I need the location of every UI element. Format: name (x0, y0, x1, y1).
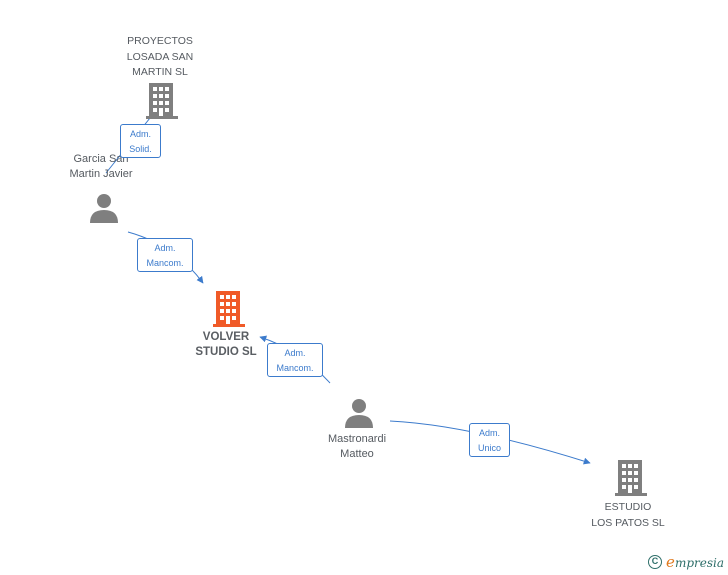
building-icon[interactable] (146, 83, 178, 119)
person-name-mastronardi: Mastronardi Matteo (327, 433, 387, 460)
building-icon[interactable] (213, 291, 245, 327)
edge-label-adm-solid: Adm. Solid. (120, 124, 161, 158)
company-name-proyectos-losada: PROYECTOS LOSADA SAN MARTIN SL (126, 35, 194, 78)
person-icon[interactable] (344, 398, 374, 428)
edge-label-adm-unico: Adm. Unico (469, 423, 510, 457)
edge-label-adm-mancom: Adm. Mancom. (137, 238, 193, 272)
brand-footer: C empresia (648, 553, 724, 571)
person-icon[interactable] (89, 193, 119, 223)
building-icon[interactable] (615, 460, 647, 496)
brand-name: mpresia (674, 556, 724, 570)
person-name-garcia-san-martin: Garcia San Martin Javier (69, 153, 133, 180)
brand-logo[interactable]: empresia (666, 553, 724, 571)
brand-initial: e (666, 553, 675, 571)
company-name-volver-studio: VOLVER STUDIO SL (195, 331, 257, 358)
edge-label-adm-mancom: Adm. Mancom. (267, 343, 323, 377)
company-name-estudio-los-patos: ESTUDIO LOS PATOS SL (591, 501, 665, 529)
copyright-icon: C (648, 555, 663, 569)
